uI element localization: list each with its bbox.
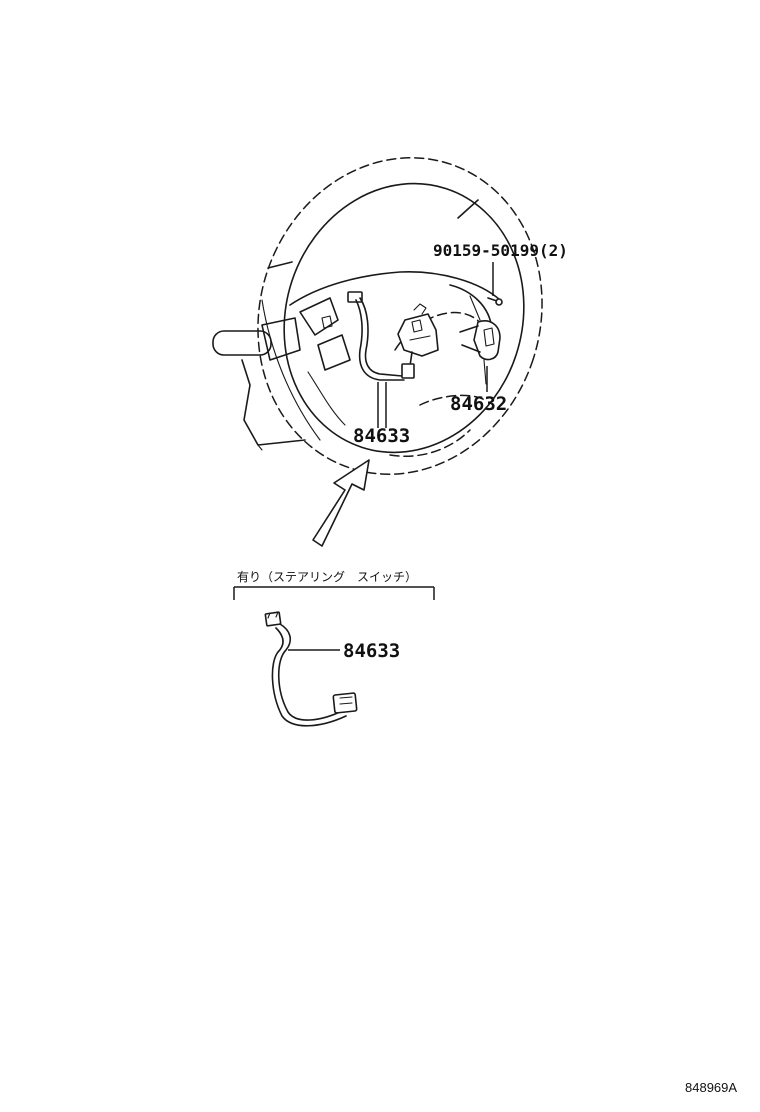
part-label-switch: 84632 (450, 393, 507, 415)
switch-bracket (397, 297, 503, 357)
part-label-wire-upper: 84633 (353, 425, 410, 447)
steering-wheel (257, 157, 543, 475)
leader-lines-upper (377, 262, 494, 428)
steering-column (212, 317, 306, 451)
wire-harness-installed (347, 291, 415, 381)
view-arrow (312, 459, 370, 547)
steering-switch-84632 (459, 320, 501, 385)
wire-harness-detail (264, 611, 358, 727)
diagram-id: 848969A (685, 1080, 737, 1095)
variant-caption: 有り（ステアリング スイッチ） (237, 570, 417, 584)
part-label-wire-lower: 84633 (343, 640, 400, 662)
caption-bracket (233, 586, 435, 600)
part-label-screw: 90159-50199(2) (433, 241, 568, 260)
